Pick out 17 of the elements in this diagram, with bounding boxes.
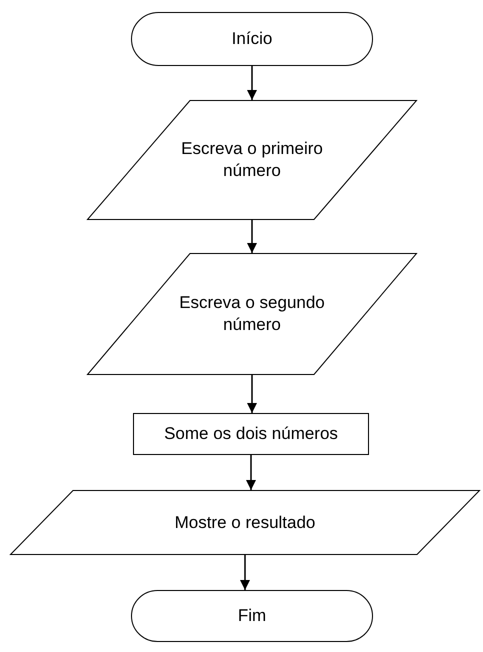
arrow <box>247 375 257 413</box>
input-output-parallelogram <box>87 253 417 375</box>
arrow <box>246 455 256 490</box>
node-label: Mostre o resultado <box>174 512 316 534</box>
node-label: Escreva o segundo número <box>178 292 326 336</box>
input-output-parallelogram <box>87 100 417 220</box>
terminator-shape <box>131 12 373 66</box>
arrow <box>240 555 250 590</box>
node-label: Escreva o primeiro número <box>180 138 324 182</box>
node-label: Fim <box>238 605 266 627</box>
arrow <box>247 220 257 253</box>
node-label: Início <box>232 28 272 50</box>
arrow <box>247 66 257 100</box>
node-label: Some os dois números <box>164 423 338 445</box>
input-output-parallelogram <box>10 490 480 555</box>
process-box <box>133 413 369 455</box>
terminator-shape <box>131 590 373 642</box>
